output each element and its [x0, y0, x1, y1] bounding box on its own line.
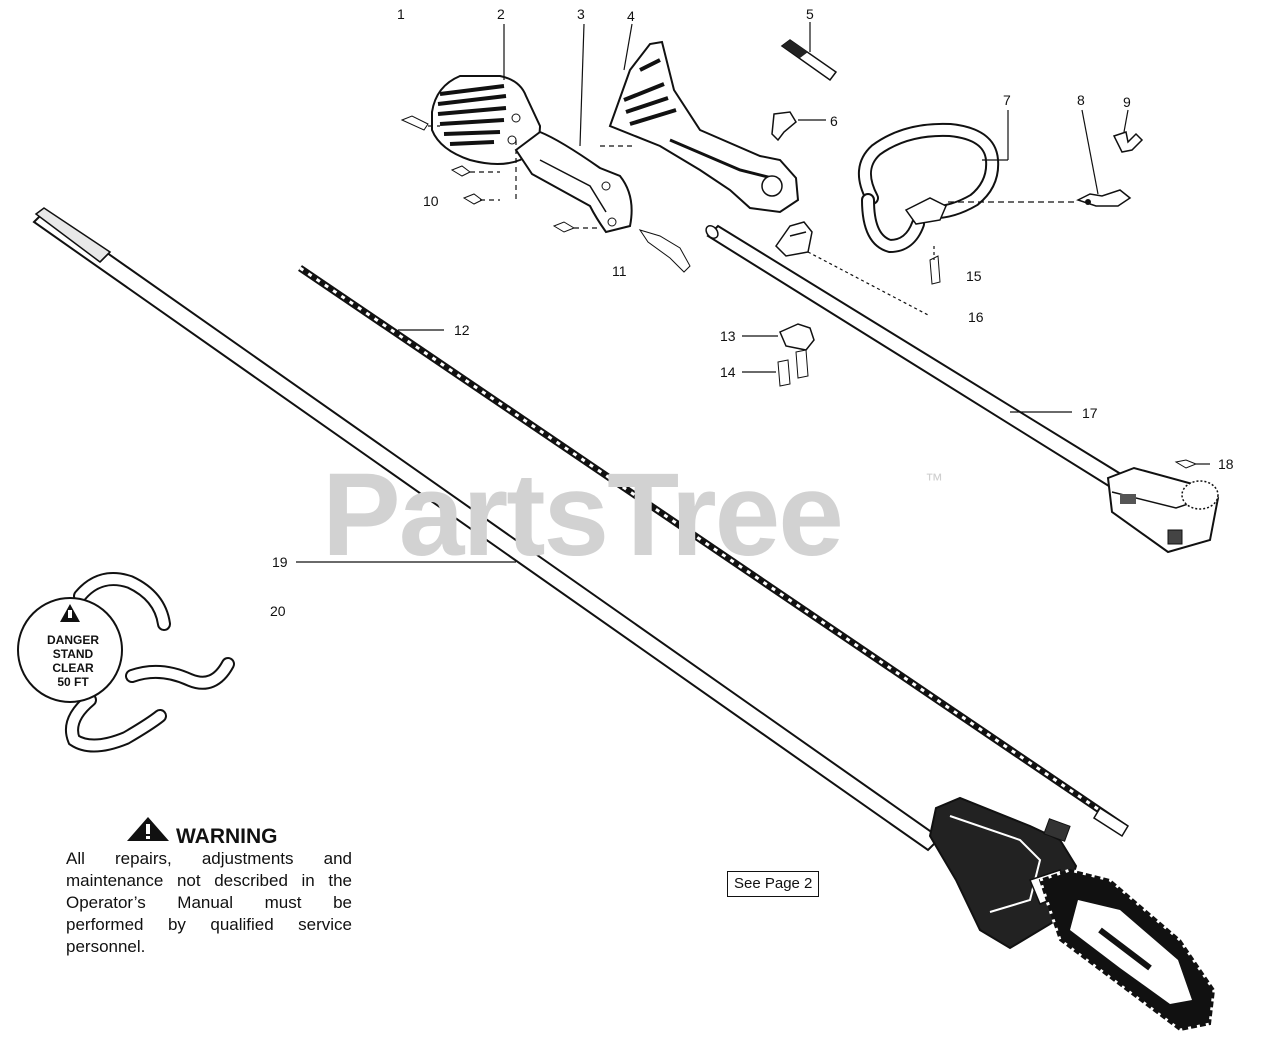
callout-18: 18: [1218, 456, 1234, 472]
housing-half-right: [608, 40, 800, 214]
warning-body: All repairs, adjustments and maintenance…: [66, 849, 352, 956]
loop-handle: [858, 122, 1000, 254]
clamp-8: [1076, 189, 1132, 207]
callout-6: 6: [830, 113, 838, 129]
knob-6: [771, 111, 797, 142]
callout-20: 20: [270, 603, 286, 619]
callout-1: 1: [397, 6, 405, 22]
callout-10: 10: [423, 193, 439, 209]
wing-nut-9: [1112, 131, 1144, 153]
warning-triangle-icon: [127, 817, 169, 841]
warning-title: WARNING: [176, 825, 278, 848]
callout-14: 14: [720, 364, 736, 380]
callout-7: 7: [1003, 92, 1011, 108]
handle-housing: [514, 130, 633, 234]
callout-13: 13: [720, 328, 736, 344]
shaft-coupler: [1106, 466, 1220, 554]
saw-head: [928, 796, 1078, 950]
callout-8: 8: [1077, 92, 1085, 108]
see-page-reference: See Page 2: [727, 871, 820, 897]
bolt-5: [780, 39, 838, 82]
callout-5: 5: [806, 6, 814, 22]
callout-15: 15: [966, 268, 982, 284]
watermark-brand: PartsTree: [322, 449, 844, 581]
leader-lines: [296, 22, 1210, 563]
safety-tag-lanyard: [17, 572, 235, 753]
callout-11: 11: [612, 263, 627, 279]
safety-tag-line2: STAND: [52, 647, 94, 661]
safety-tag-text: DANGER STAND CLEAR 50 FT: [30, 633, 116, 689]
guide-bar-and-chain: [1038, 868, 1216, 1032]
callout-17: 17: [1082, 405, 1098, 421]
callout-4: 4: [627, 8, 635, 24]
safety-tag-line4: 50 FT: [57, 675, 89, 689]
watermark-trademark: ™: [925, 470, 943, 490]
callout-9: 9: [1123, 94, 1131, 110]
drive-cable: [298, 265, 1130, 838]
callout-2: 2: [497, 6, 505, 22]
callout-3: 3: [577, 6, 585, 22]
callout-12: 12: [454, 322, 470, 338]
callout-16: 16: [968, 309, 984, 325]
handle-bracket: [775, 221, 813, 257]
safety-tag-line3: CLEAR: [52, 661, 94, 675]
callout-19: 19: [272, 554, 288, 570]
safety-tag-line1: DANGER: [46, 633, 99, 647]
screws: [400, 115, 1198, 469]
clamp-13: [779, 323, 815, 351]
